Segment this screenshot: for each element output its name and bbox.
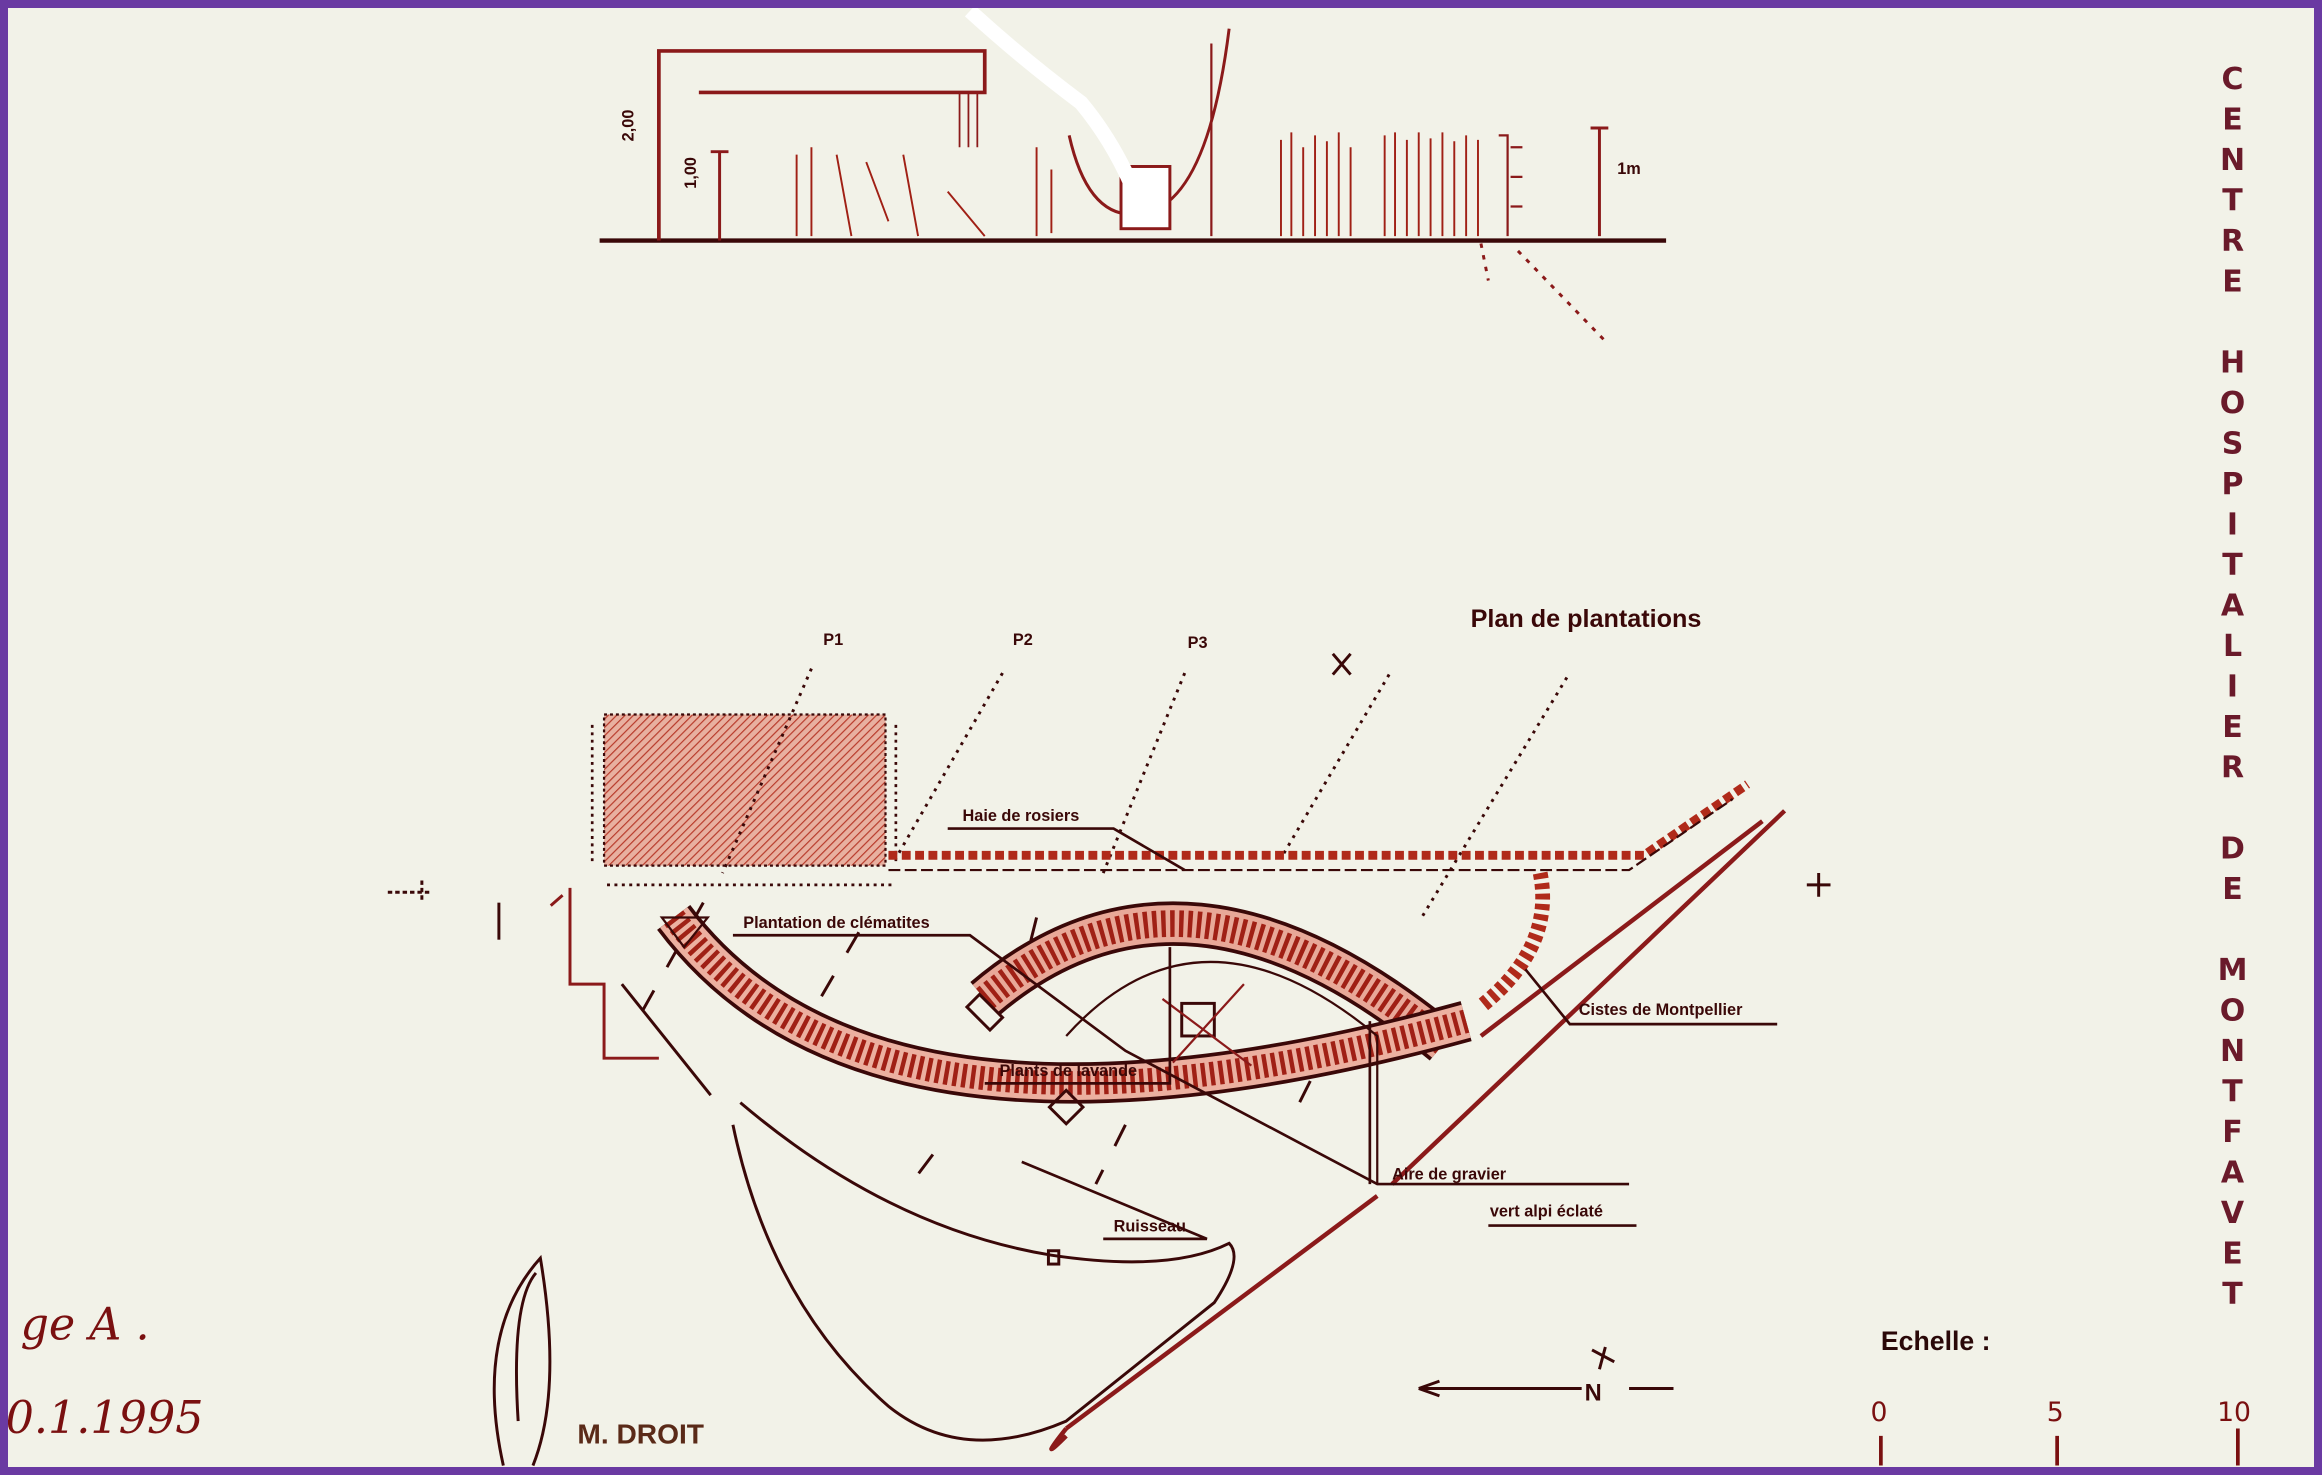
lower-planting-arc (657, 905, 1472, 1104)
label-ruisseau: Ruisseau (1114, 1217, 1186, 1235)
scale-tick-10: 10 (2217, 1397, 2251, 1428)
rose-hedge (888, 780, 1751, 1013)
institution-name-vertical: CENTRE HOSPITALIER DE MONTFAVET (2215, 62, 2250, 1318)
section-marker-p3: P3 (1188, 634, 1208, 652)
section-marker-p1: P1 (823, 631, 843, 649)
elevation-dim-1m-right: 1m (1617, 160, 1641, 178)
building-hatched (602, 713, 887, 867)
section-marker-p2: P2 (1013, 631, 1033, 649)
stream (731, 1101, 1236, 1442)
plan-view (387, 652, 2240, 1467)
handwritten-note: ge A . (20, 1300, 149, 1351)
plan-title: Plan de plantations (1471, 605, 1702, 633)
signature-loop (492, 1254, 552, 1467)
label-leaders (732, 827, 1778, 1241)
scale-bar (1879, 1428, 2240, 1466)
scale-tick-0: 0 (1871, 1397, 1888, 1428)
elevation-dim-1m: 1,00 (682, 157, 700, 189)
site-plan-drawing: 2,00 1,00 1m (8, 8, 2251, 1467)
label-clematites: Plantation de clématites (743, 914, 929, 932)
label-cistes: Cistes de Montpellier (1579, 1001, 1743, 1019)
section-lines (721, 668, 1569, 919)
handwritten-date: 0.1.1995 (8, 1393, 203, 1444)
north-label: N (1585, 1380, 1602, 1406)
label-vert-alpi: vert alpi éclaté (1490, 1203, 1603, 1221)
elevation-dim-2m: 2,00 (620, 110, 638, 142)
north-arrow (1418, 1346, 1674, 1398)
elevation-view (599, 8, 1667, 344)
scale-tick-5: 5 (2047, 1397, 2064, 1428)
label-haie-rosiers: Haie de rosiers (963, 807, 1080, 825)
clematis-arc (964, 901, 1459, 1061)
label-lavande: Plants de lavande (1000, 1062, 1138, 1080)
drawing-sheet: 2,00 1,00 1m (8, 8, 2314, 1467)
author-name: M. DROIT (577, 1418, 704, 1449)
scale-label: Echelle : (1881, 1326, 1991, 1356)
label-gravier: Aire de gravier (1392, 1166, 1507, 1184)
